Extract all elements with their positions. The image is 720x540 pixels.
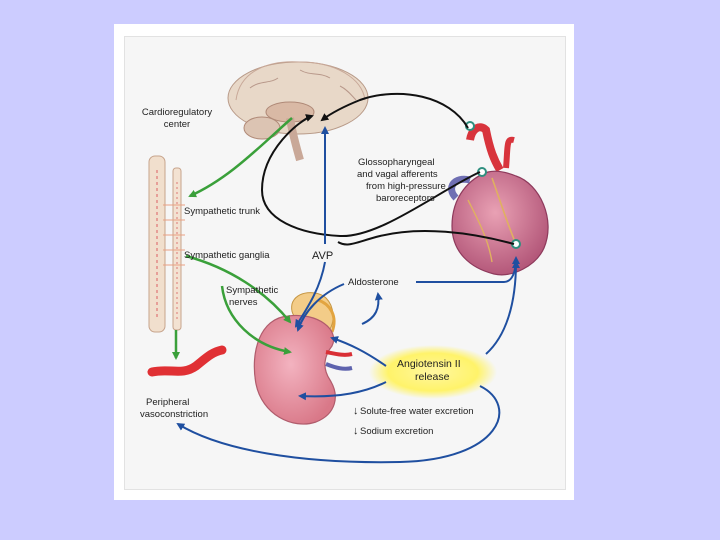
- label-glossopharyngeal: Glossopharyngeal: [358, 157, 435, 168]
- arrow-ganglia-to-kidney: [220, 285, 292, 355]
- brain-illustration: [227, 61, 369, 162]
- label-solute-free-water: Solute-free water excretion: [360, 406, 474, 417]
- down-arrow-icon: ↓: [353, 425, 359, 437]
- arrow-angiotensin-to-heart: [485, 260, 520, 355]
- label-cardioregulatory: Cardioregulatory: [142, 107, 212, 118]
- label-sympathetic-ganglia: Sympathetic ganglia: [184, 250, 270, 261]
- arrow-avp-to-kidney: [294, 261, 326, 328]
- afferent-arrow-1: [320, 92, 469, 129]
- label-sympathetic-nerves-1: Sympathetic: [226, 285, 279, 296]
- label-baroreceptors: baroreceptors: [376, 193, 435, 204]
- sympathetic-trunk-illustration: [148, 155, 185, 333]
- label-peripheral: Peripheral: [146, 397, 189, 408]
- label-vasoconstriction: vasoconstriction: [140, 409, 208, 420]
- label-avp: AVP: [312, 250, 333, 262]
- arrow-ganglia-to-adrenal: [185, 254, 292, 324]
- blood-vessel-illustration: [147, 345, 227, 377]
- label-sympathetic-trunk: Sympathetic trunk: [184, 206, 260, 217]
- sympathetic-arrows: [172, 117, 293, 360]
- arrow-aldosterone-to-kidney: [296, 283, 345, 332]
- arrow-center-to-trunk: [188, 117, 293, 198]
- label-sodium-excretion: Sodium excretion: [360, 426, 433, 437]
- arrow-angiotensin-to-kidney: [298, 381, 387, 401]
- label-angiotensin-release: release: [415, 371, 450, 383]
- label-angiotensin-ii: Angiotensin II: [397, 358, 461, 370]
- afferent-arrow-2: [260, 114, 481, 238]
- down-arrow-icon: ↓: [353, 405, 359, 417]
- angiotensin-glow: [369, 345, 497, 399]
- arrow-angiotensin-to-adrenal: [330, 336, 387, 367]
- arrow-angiotensin-to-periphery: [176, 385, 501, 464]
- afferent-arrow-3: [337, 229, 515, 246]
- kidney-illustration: [253, 314, 353, 425]
- label-sympathetic-nerves-2: nerves: [229, 297, 258, 308]
- heart-illustration: [448, 121, 549, 276]
- label-aldosterone: Aldosterone: [348, 277, 399, 288]
- label-vagal-afferents: and vagal afferents: [357, 169, 438, 180]
- afferent-arrows: [260, 92, 515, 246]
- hormone-arrows: [176, 126, 520, 464]
- arrow-adrenal-to-aldosterone: [361, 292, 383, 325]
- label-high-pressure: from high-pressure: [366, 181, 446, 192]
- label-cardioregulatory-center: center: [164, 119, 190, 130]
